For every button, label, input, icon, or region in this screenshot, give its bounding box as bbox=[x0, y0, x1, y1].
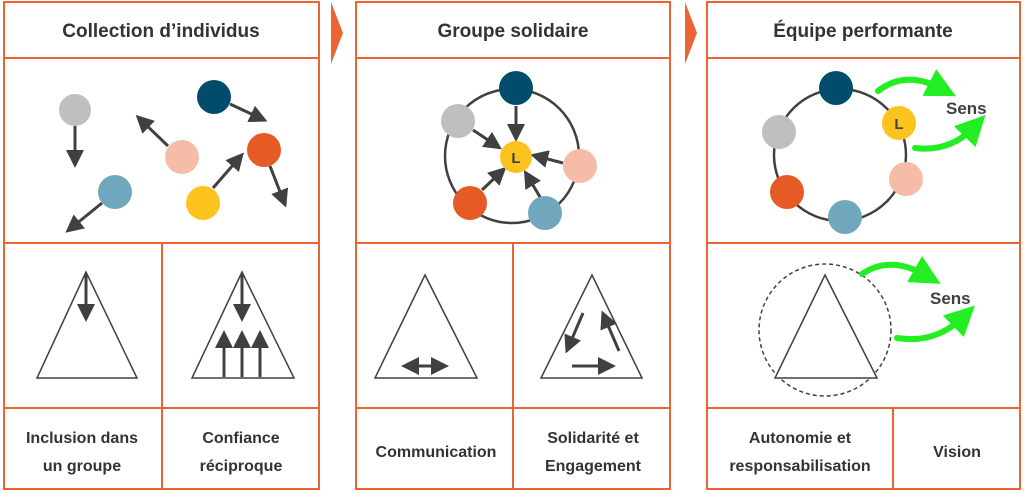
member-yellow bbox=[186, 186, 220, 220]
leader bbox=[500, 141, 532, 173]
label-solidarite-1: Solidarité et bbox=[547, 430, 639, 447]
panel-equipe-performante: Équipe performante L Sens Sens Autonomie… bbox=[706, 1, 1021, 490]
sens-label: Sens bbox=[946, 99, 987, 118]
member-pink bbox=[165, 140, 199, 174]
triangle-vision bbox=[773, 273, 879, 379]
triangle-inclusion bbox=[35, 270, 139, 379]
vision-circle bbox=[758, 263, 892, 397]
member-blue bbox=[528, 196, 562, 230]
panel-title: Équipe performante bbox=[773, 20, 952, 42]
leader-label: L bbox=[511, 150, 520, 167]
member-gray bbox=[59, 94, 91, 126]
member-gray bbox=[441, 104, 475, 138]
leader bbox=[882, 106, 916, 140]
member-pink bbox=[563, 149, 597, 183]
member-gray bbox=[762, 115, 796, 149]
sens-label: Sens bbox=[930, 289, 971, 308]
label-communication: Communication bbox=[376, 444, 497, 461]
member-orange bbox=[453, 186, 487, 220]
green-arrow-down bbox=[894, 305, 975, 343]
member-pink bbox=[889, 162, 923, 196]
label-autonomie-2: responsabilisation bbox=[729, 458, 870, 475]
panel-collection: Collection d’individus Inclusion dans un… bbox=[3, 1, 320, 490]
label-inclusion-2: un groupe bbox=[43, 458, 121, 475]
label-autonomie-1: Autonomie et bbox=[749, 430, 852, 447]
member-orange bbox=[770, 175, 804, 209]
green-arrow-down bbox=[912, 115, 986, 152]
label-inclusion-1: Inclusion dans bbox=[26, 430, 138, 447]
member-blue bbox=[828, 200, 862, 234]
triangle-confiance bbox=[190, 270, 296, 379]
panel-title: Collection d’individus bbox=[62, 21, 259, 42]
member-navy bbox=[197, 80, 231, 114]
stage-arrow-1 bbox=[331, 2, 343, 64]
member-navy bbox=[499, 71, 533, 105]
member-blue bbox=[98, 175, 132, 209]
triangle-communication bbox=[373, 273, 479, 379]
green-arrow-up bbox=[875, 69, 957, 97]
triangle-solidarite bbox=[539, 273, 644, 379]
stage-arrow-2 bbox=[685, 2, 697, 64]
label-confiance-2: réciproque bbox=[200, 458, 283, 475]
panel-title: Groupe solidaire bbox=[438, 21, 589, 42]
label-vision: Vision bbox=[933, 444, 981, 461]
green-arrow-up bbox=[859, 256, 941, 284]
panel-groupe-solidaire: Groupe solidaire L Communication Solidar… bbox=[355, 1, 671, 490]
label-solidarite-2: Engagement bbox=[545, 458, 642, 475]
label-confiance-1: Confiance bbox=[202, 430, 279, 447]
member-orange bbox=[247, 133, 281, 167]
member-navy bbox=[819, 71, 853, 105]
leader-label: L bbox=[894, 116, 903, 133]
